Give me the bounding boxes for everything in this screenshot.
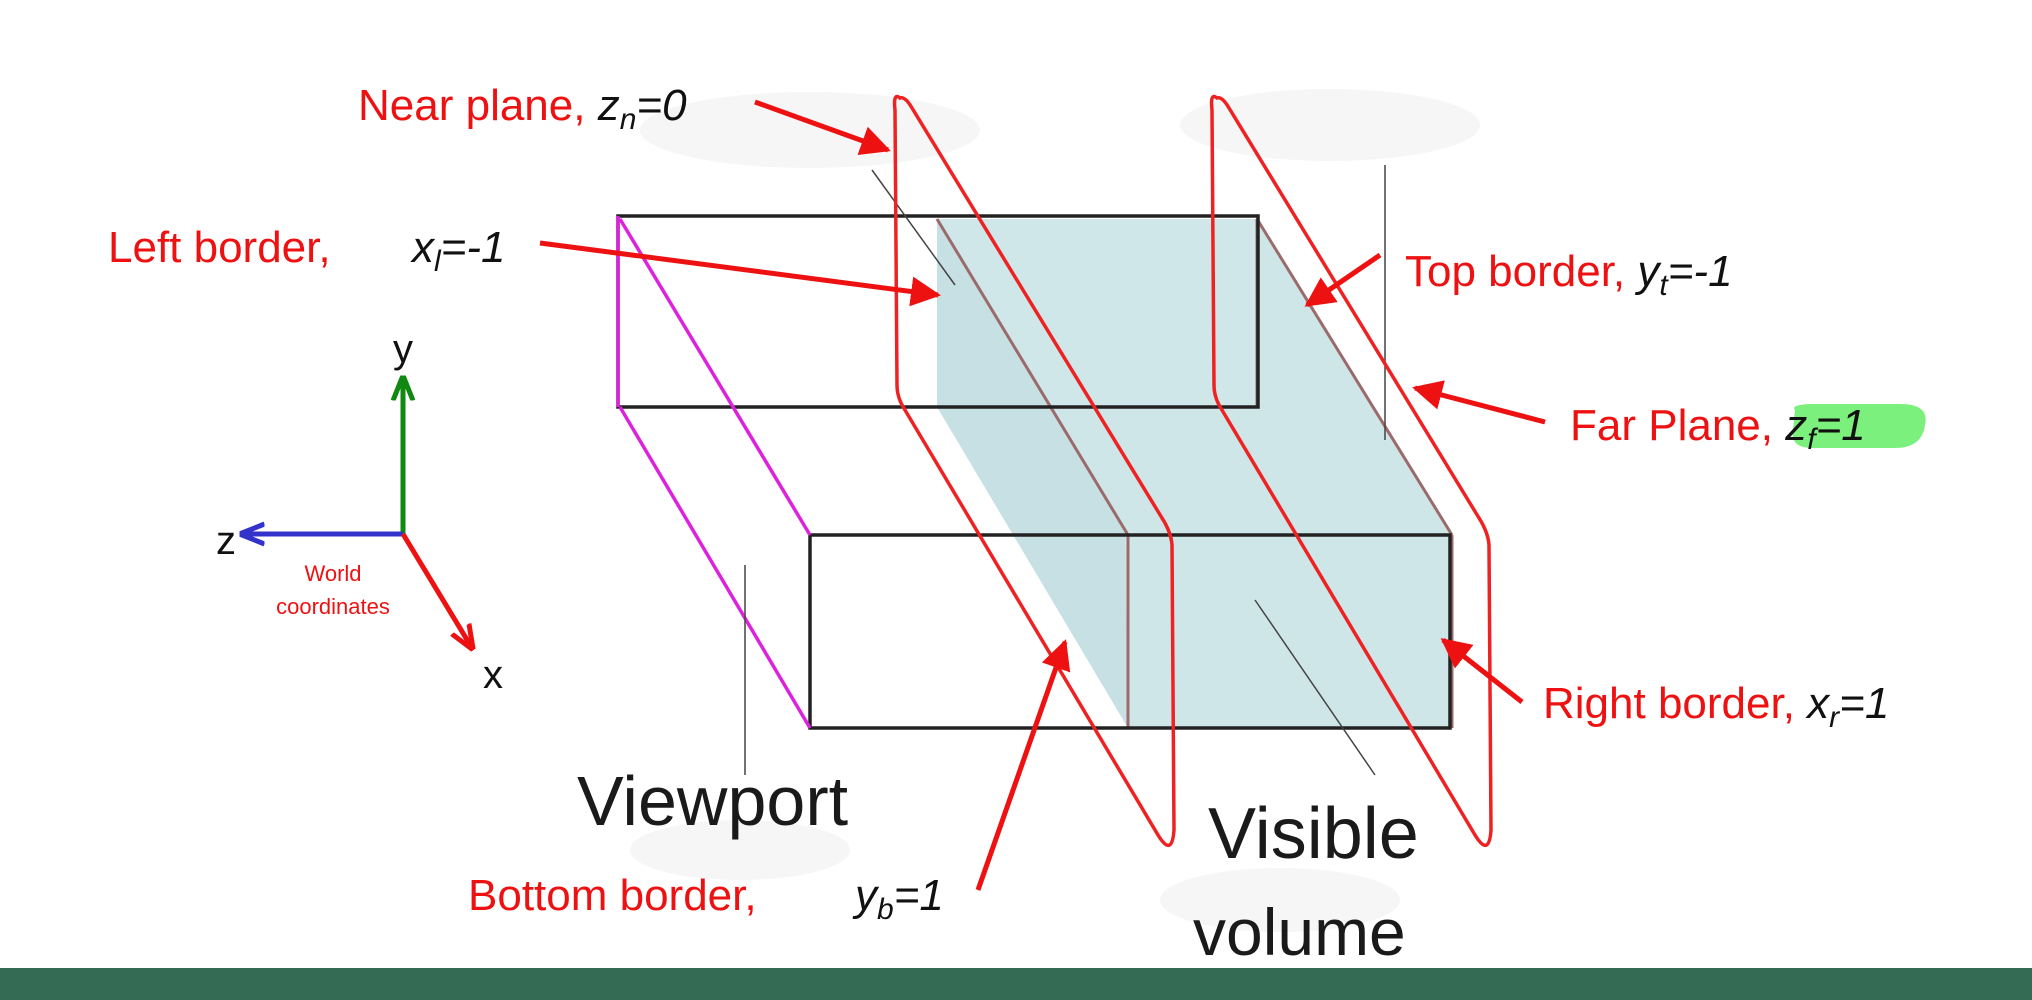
right-border-var: x xyxy=(1805,679,1831,728)
right-border-text: Right border, xyxy=(1543,679,1807,728)
right-border-arrow xyxy=(1440,638,1524,704)
viewport-edges xyxy=(616,216,812,729)
left-border-text: Left border, xyxy=(108,223,331,272)
far-plane-text: Far Plane, xyxy=(1570,401,1785,450)
right-border-value: =1 xyxy=(1839,679,1889,728)
bottom-border-value: =1 xyxy=(894,871,944,920)
left-border-label: Left border, xl=-1 xyxy=(108,223,506,278)
far-plane-value: =1 xyxy=(1816,401,1866,450)
back-rectangle xyxy=(808,533,1452,730)
near-plane-var: z xyxy=(597,81,620,130)
left-border-var: x xyxy=(410,223,436,272)
far-value-highlight xyxy=(1792,404,1926,448)
right-border-label: Right border, xr=1 xyxy=(1543,679,1889,734)
far-plane-arrow xyxy=(1412,380,1546,425)
near-plane-sub: n xyxy=(620,103,637,136)
near-plane-arrow xyxy=(754,99,891,155)
world-caption-line1: World xyxy=(304,561,361,586)
top-border-sub: t xyxy=(1659,269,1669,302)
far-plane xyxy=(1209,94,1493,847)
top-border-text: Top border, xyxy=(1405,247,1637,296)
footer-band xyxy=(0,968,2032,1000)
left-border-arrow xyxy=(539,240,941,307)
bottom-border-var: y xyxy=(852,871,880,920)
x-axis xyxy=(400,532,472,648)
y-axis-label: y xyxy=(393,327,413,371)
near-plane-text: Near plane, xyxy=(358,81,598,130)
near-plane-value: =0 xyxy=(636,81,687,130)
far-plane-var: z xyxy=(1784,401,1807,450)
viewport-label: Viewport xyxy=(577,762,848,840)
volume-back-face xyxy=(1125,535,1452,728)
near-plane-label: Near plane, zn=0 xyxy=(358,81,687,136)
far-plane-label: Far Plane, zf=1 xyxy=(1570,401,1866,456)
x-axis-label: x xyxy=(483,653,503,697)
guide-lines xyxy=(744,165,1386,776)
far-plane-sub: f xyxy=(1807,423,1818,456)
bottom-border-arrow xyxy=(975,639,1071,891)
top-border-label: Top border, yt=-1 xyxy=(1405,247,1733,302)
visible-label-line1: Visible xyxy=(1208,794,1419,874)
top-border-var: y xyxy=(1634,247,1662,296)
annotation-arrows xyxy=(539,99,1546,891)
near-plane xyxy=(892,94,1176,847)
world-caption-line2: coordinates xyxy=(276,594,390,619)
bottom-border-label: Bottom border, yb=1 xyxy=(468,871,944,926)
world-axes: y z x World coordinates xyxy=(216,327,503,697)
left-border-sub: l xyxy=(434,245,442,278)
bottom-border-text: Bottom border, xyxy=(468,871,757,920)
visible-volume xyxy=(935,218,1454,728)
visible-label-line2: volume xyxy=(1193,895,1406,969)
left-border-value: =-1 xyxy=(441,223,506,272)
top-border-value: =-1 xyxy=(1668,247,1733,296)
top-border-arrow xyxy=(1304,252,1382,308)
z-axis-label: z xyxy=(216,519,236,563)
right-border-sub: r xyxy=(1829,701,1840,734)
volume-side-face xyxy=(937,219,1128,728)
bottom-border-sub: b xyxy=(877,893,894,926)
